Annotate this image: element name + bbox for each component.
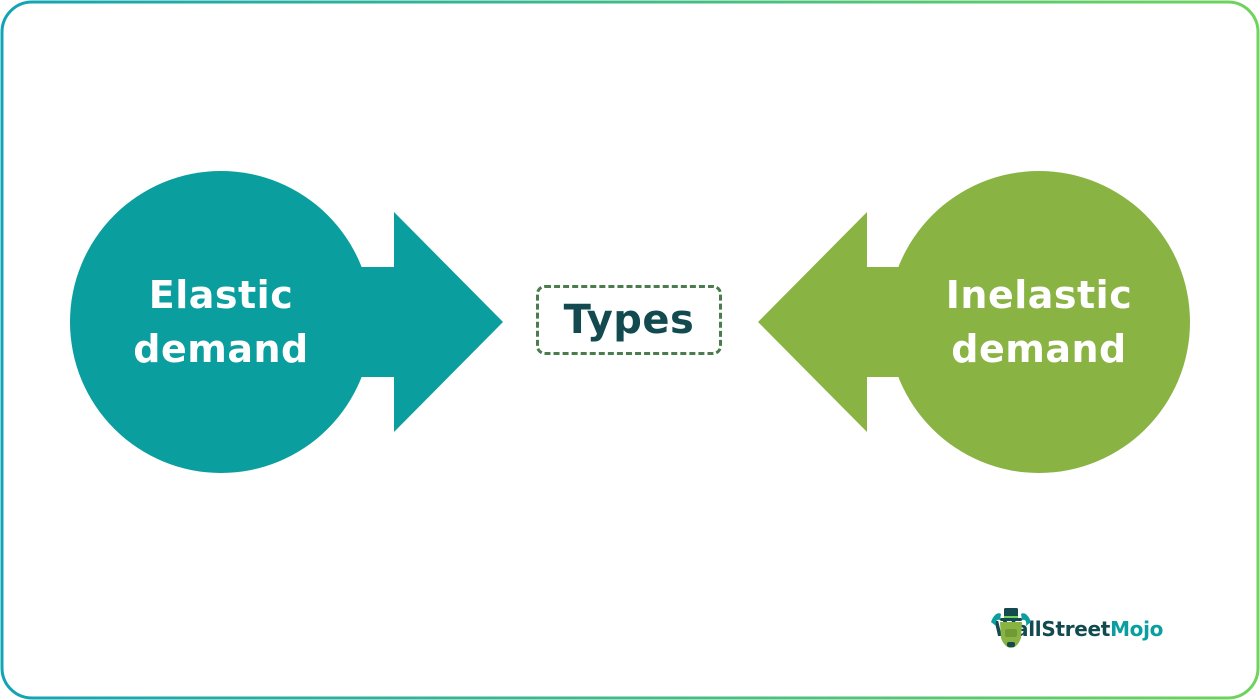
left-arrow-icon [758, 212, 920, 432]
elastic-demand-line1: Elastic [148, 273, 294, 317]
inelastic-demand-line2: demand [951, 327, 1127, 371]
inelastic-demand-shape [758, 171, 1190, 473]
right-arrow-icon [340, 212, 503, 432]
brand-name-part2: Mojo [1110, 617, 1164, 641]
elastic-demand-label: Elastic demand [101, 268, 341, 376]
elastic-demand-line2: demand [133, 327, 309, 371]
types-center-box: Types [536, 285, 722, 355]
types-label: Types [563, 297, 695, 343]
wallstreetmojo-logo: WallStreetMojo [988, 606, 1163, 652]
bull-mascot-icon [991, 608, 1031, 648]
inelastic-demand-line1: Inelastic [945, 273, 1133, 317]
elastic-demand-shape [70, 171, 503, 473]
inelastic-demand-label: Inelastic demand [919, 268, 1159, 376]
